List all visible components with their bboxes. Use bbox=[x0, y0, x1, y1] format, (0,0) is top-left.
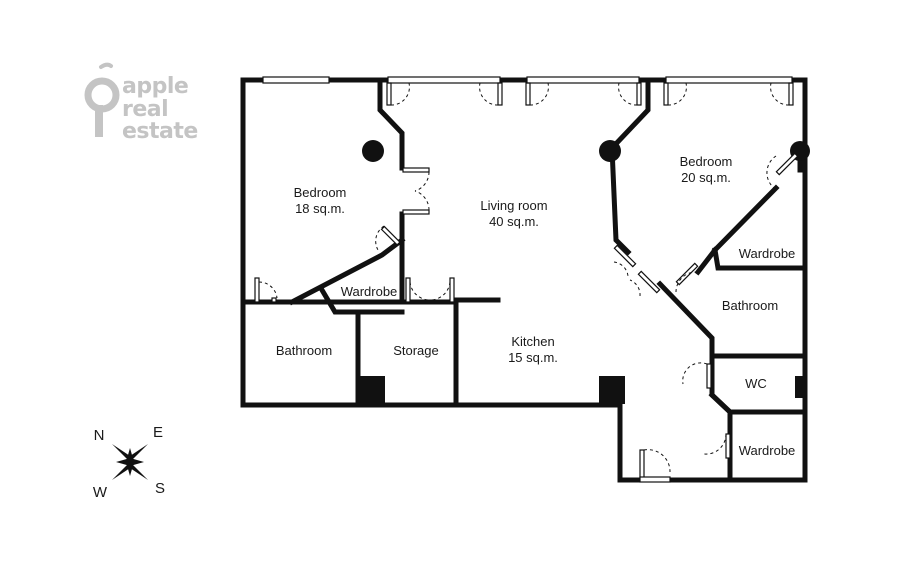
logo-line-3: estate bbox=[122, 119, 198, 144]
north-windows bbox=[262, 76, 793, 84]
compass-star-icon bbox=[112, 444, 148, 480]
wardrobe-east-label: Wardrobe bbox=[739, 246, 796, 261]
wc-label: WC bbox=[745, 376, 767, 391]
interior-walls bbox=[243, 77, 808, 481]
apple-real-estate-logo: apple real estate bbox=[84, 62, 198, 144]
compass-south: S bbox=[155, 480, 165, 497]
bathroom-east-label: Bathroom bbox=[722, 298, 778, 313]
logo-line-2: real bbox=[122, 97, 168, 122]
bedroom-west-area: 18 sq.m. bbox=[295, 201, 345, 216]
living-room-area: 40 sq.m. bbox=[489, 214, 539, 229]
bathroom-west-label: Bathroom bbox=[276, 343, 332, 358]
compass-west: W bbox=[93, 484, 108, 501]
logo-line-1: apple bbox=[122, 74, 188, 99]
window-swings bbox=[386, 82, 794, 106]
wardrobe-west-label: Wardrobe bbox=[341, 284, 398, 299]
logo-mark-icon bbox=[84, 62, 120, 137]
compass-north: N bbox=[94, 427, 105, 444]
structural-columns bbox=[359, 140, 810, 404]
doors bbox=[254, 152, 799, 483]
wardrobe-south-label: Wardrobe bbox=[739, 443, 796, 458]
storage-label: Storage bbox=[393, 343, 439, 358]
bedroom-east-area: 20 sq.m. bbox=[681, 170, 731, 185]
room-labels: Bedroom 18 sq.m. Living room 40 sq.m. Be… bbox=[276, 154, 795, 458]
living-room-name: Living room bbox=[480, 198, 547, 213]
kitchen-name: Kitchen bbox=[511, 334, 554, 349]
bedroom-east-name: Bedroom bbox=[680, 154, 733, 169]
compass-east: E bbox=[153, 424, 163, 441]
kitchen-area: 15 sq.m. bbox=[508, 350, 558, 365]
bedroom-west-name: Bedroom bbox=[294, 185, 347, 200]
compass-rose: N E W S bbox=[93, 424, 165, 501]
exterior-walls bbox=[240, 77, 808, 483]
